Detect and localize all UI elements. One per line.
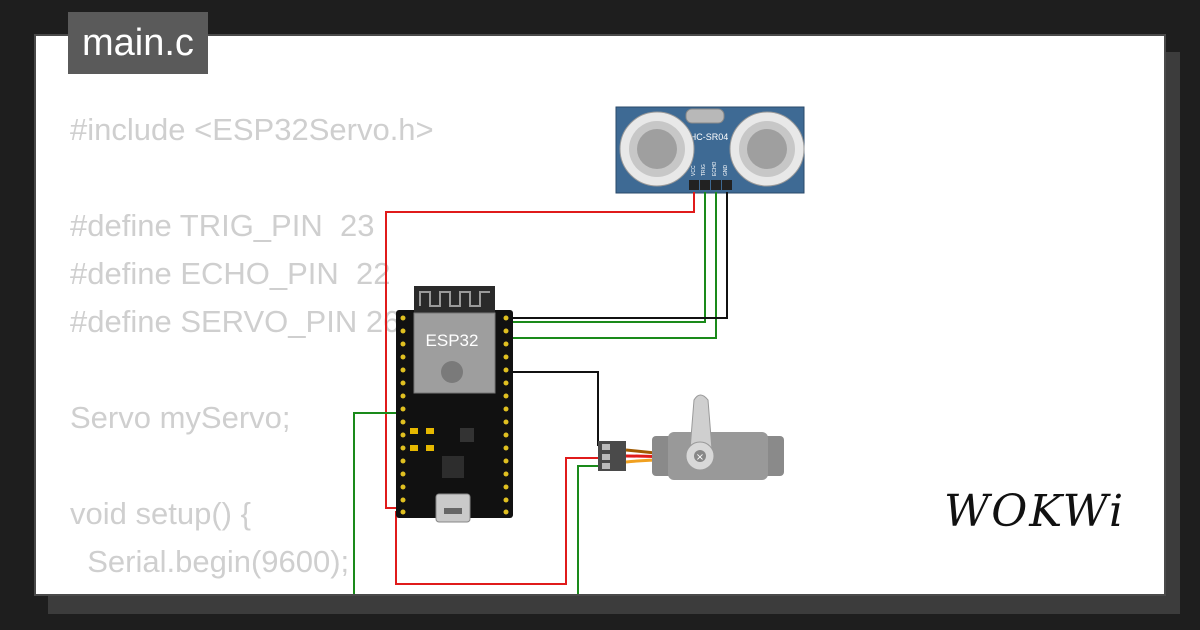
pin-label: VCC: [691, 165, 697, 176]
wokwi-logo: WOKWi: [944, 486, 1126, 537]
file-tab[interactable]: main.c: [68, 12, 208, 74]
code-preview: #include <ESP32Servo.h> #define TRIG_PIN …: [70, 106, 434, 586]
preview-card: #include <ESP32Servo.h> #define TRIG_PIN …: [34, 34, 1166, 596]
pin-label: TRIG: [701, 164, 707, 176]
pin-label: ECHO: [712, 161, 718, 176]
svg-text:×: ×: [696, 452, 704, 463]
servo-motor[interactable]: ×: [598, 394, 784, 480]
code-line: #define TRIG_PIN 23: [70, 208, 375, 243]
code-line: #define SERVO_PIN 26: [70, 304, 401, 339]
code-line: Serial.begin(9600);: [70, 544, 350, 579]
code-line: #include <ESP32Servo.h>: [70, 112, 434, 147]
sensor-label: HC-SR04: [690, 132, 729, 142]
ultrasonic-sensor[interactable]: HC-SR04 VCC TRIG ECHO GND: [615, 106, 805, 194]
esp32-board[interactable]: ESP32: [396, 286, 513, 523]
code-line: Servo myServo;: [70, 400, 291, 435]
code-line: void setup() {: [70, 496, 251, 531]
pin-label: GND: [723, 165, 729, 177]
code-line: #define ECHO_PIN 22: [70, 256, 391, 291]
board-label: ESP32: [426, 331, 479, 350]
